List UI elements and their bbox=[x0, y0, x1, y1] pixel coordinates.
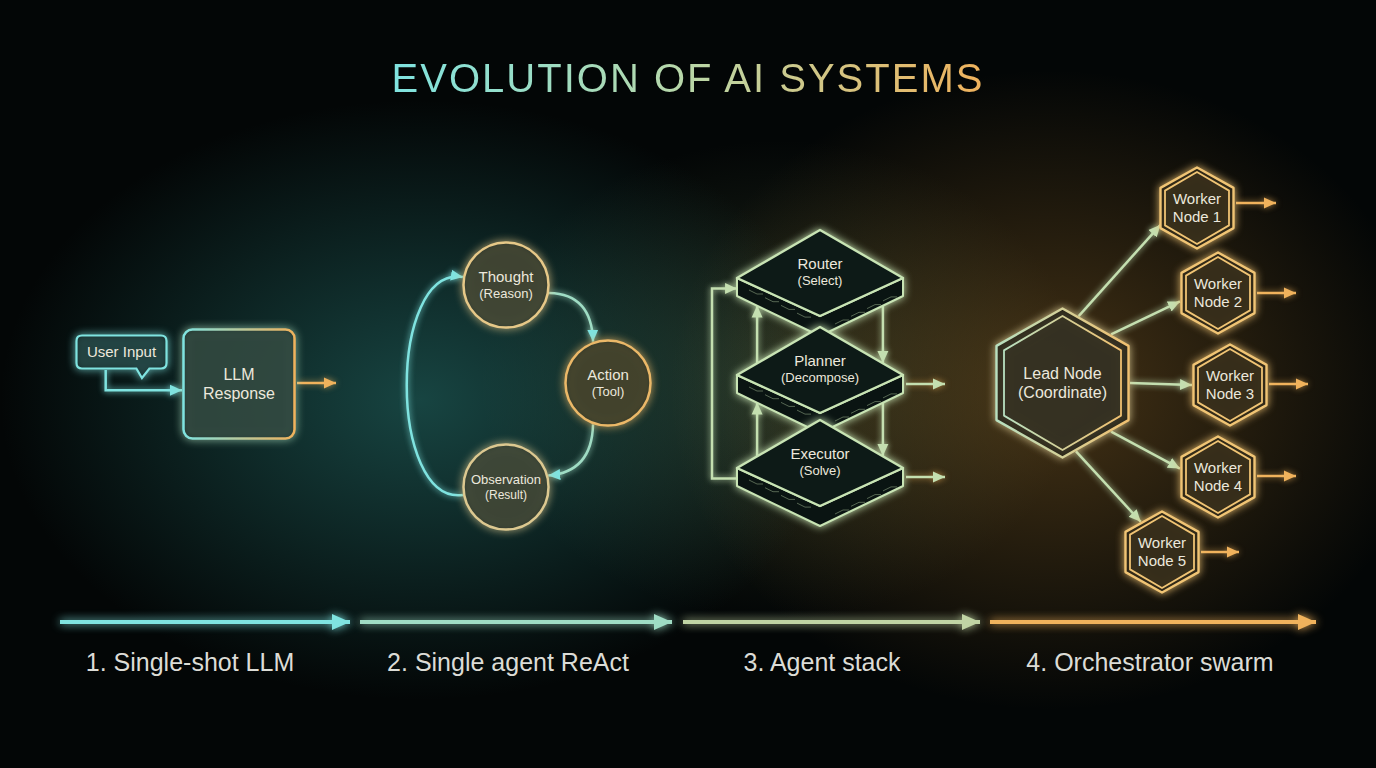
connector-arrow bbox=[1111, 301, 1180, 334]
node-title: Worker Node 4 bbox=[1188, 459, 1248, 495]
connector-arrow bbox=[1076, 451, 1141, 521]
lead-hexagon: Lead Node(Coordinate) bbox=[995, 307, 1130, 459]
timeline-arrow bbox=[990, 620, 1316, 624]
output-arrow bbox=[1269, 383, 1308, 386]
connector-arrow bbox=[1111, 432, 1180, 469]
output-arrow bbox=[1257, 292, 1296, 295]
worker-hexagon: Worker Node 4 bbox=[1180, 435, 1256, 519]
output-arrow bbox=[297, 382, 336, 385]
node-title: Action bbox=[587, 366, 629, 384]
node-subtitle: (Result) bbox=[485, 488, 527, 502]
node-title: Worker Node 3 bbox=[1200, 367, 1260, 403]
diagram-title: EVOLUTION OF AI SYSTEMS bbox=[392, 56, 985, 101]
react-circle: Observation(Result) bbox=[462, 443, 550, 531]
node-title: Worker Node 1 bbox=[1167, 190, 1227, 226]
node-title: Executor bbox=[790, 445, 849, 463]
stage-label: 4. Orchestrator swarm bbox=[1026, 648, 1273, 677]
node-title: Observation bbox=[471, 472, 541, 488]
worker-hexagon: Worker Node 3 bbox=[1192, 343, 1268, 427]
node-title: Worker Node 2 bbox=[1188, 275, 1248, 311]
llm-box: LLM Response bbox=[182, 328, 296, 440]
output-arrows bbox=[297, 203, 1308, 552]
timeline-arrow bbox=[60, 620, 350, 624]
output-arrow bbox=[906, 383, 945, 386]
node-title: Worker Node 5 bbox=[1132, 534, 1192, 570]
stage-label: 1. Single-shot LLM bbox=[86, 648, 294, 677]
connector-arrow bbox=[882, 403, 885, 456]
timeline-arrow bbox=[683, 620, 980, 624]
node-title: Lead Node bbox=[1023, 364, 1101, 383]
output-arrow bbox=[1236, 202, 1276, 205]
connector-arrow bbox=[756, 306, 759, 363]
output-arrow bbox=[906, 476, 945, 479]
output-arrow bbox=[1201, 551, 1239, 554]
node-subtitle: (Solve) bbox=[799, 463, 840, 479]
input-bubble: User Input bbox=[75, 334, 168, 370]
connector-arrow bbox=[756, 403, 759, 456]
timeline-arrow bbox=[360, 620, 672, 624]
stage-label: 2. Single agent ReAct bbox=[387, 648, 629, 677]
hex-outline bbox=[995, 307, 1130, 459]
stage-label: 3. Agent stack bbox=[743, 648, 900, 677]
timeline bbox=[60, 620, 1316, 624]
node-subtitle: (Reason) bbox=[479, 286, 532, 302]
react-circle: Action(Tool) bbox=[564, 339, 652, 427]
connector-arrow bbox=[548, 424, 593, 475]
node-subtitle: (Coordinate) bbox=[1018, 383, 1107, 402]
node-title: User Input bbox=[87, 343, 156, 361]
stack-layer: Router(Select) bbox=[735, 228, 905, 338]
connector-arrow bbox=[549, 293, 593, 342]
node-title: Router bbox=[797, 255, 842, 273]
worker-hexagon: Worker Node 2 bbox=[1180, 251, 1256, 335]
node-subtitle: (Decompose) bbox=[781, 370, 859, 386]
connector-arrow bbox=[882, 306, 885, 363]
connector-arrow bbox=[1130, 383, 1192, 385]
connector-arrow bbox=[712, 289, 737, 479]
stack-layer: Planner(Decompose) bbox=[735, 325, 905, 435]
node-title: LLM Response bbox=[198, 365, 280, 403]
node-title: Thought bbox=[478, 268, 533, 286]
node-subtitle: (Tool) bbox=[592, 384, 625, 400]
rect-outline bbox=[182, 328, 296, 440]
output-arrow bbox=[1257, 475, 1296, 478]
worker-hexagon: Worker Node 1 bbox=[1159, 166, 1235, 250]
node-title: Planner bbox=[794, 352, 846, 370]
worker-hexagon: Worker Node 5 bbox=[1124, 510, 1200, 594]
connector-arrow bbox=[407, 277, 463, 496]
node-subtitle: (Select) bbox=[798, 273, 843, 289]
connector-arrow bbox=[1079, 225, 1161, 316]
stack-layer: Executor(Solve) bbox=[735, 418, 905, 528]
react-circle: Thought(Reason) bbox=[462, 241, 550, 329]
